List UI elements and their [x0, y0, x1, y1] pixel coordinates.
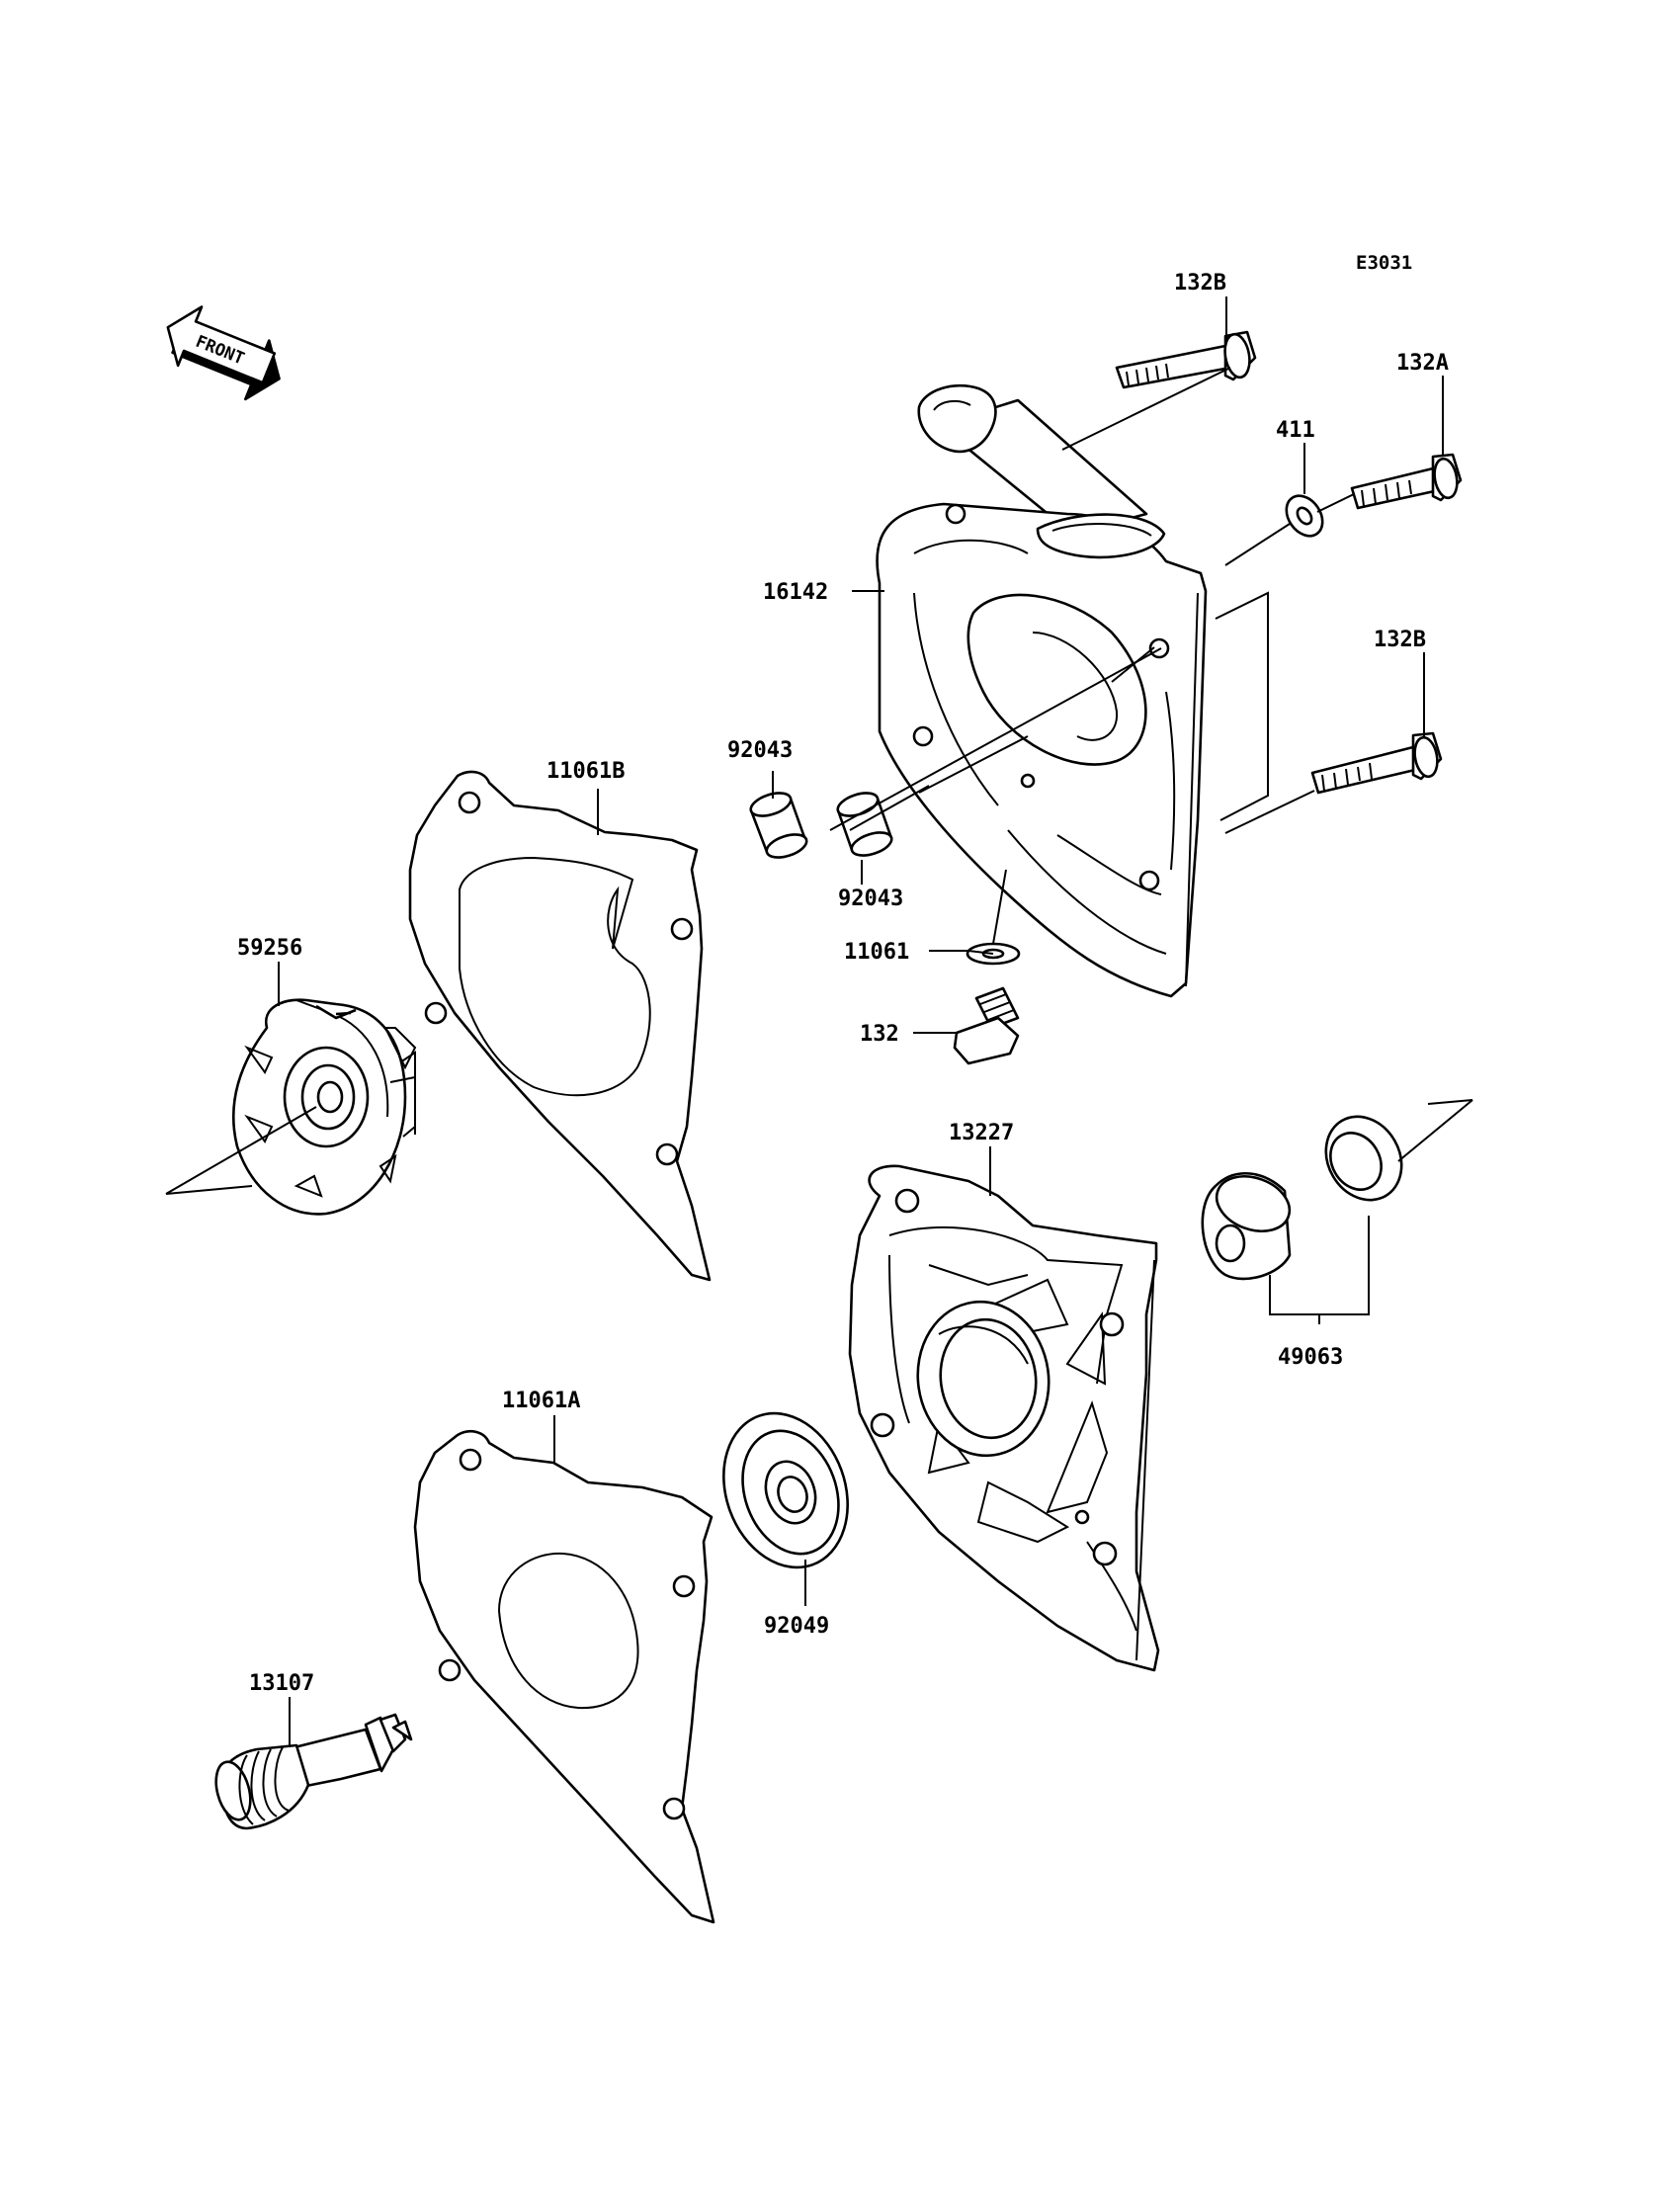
label-11061A: 11061A [502, 1389, 580, 1413]
bolt-132B-mid [1310, 731, 1443, 795]
label-11061: 11061 [844, 940, 909, 965]
label-411: 411 [1276, 418, 1315, 443]
seal-49063-b [1324, 1115, 1403, 1202]
cover-16142 [876, 383, 1208, 998]
label-49063: 49063 [1278, 1345, 1343, 1370]
dowel-pin-92043-b [836, 792, 893, 857]
front-arrow-icon: FRONT [166, 305, 281, 401]
label-13107: 13107 [249, 1671, 314, 1696]
label-16142: 16142 [763, 580, 828, 605]
label-132A: 132A [1396, 351, 1449, 376]
dowel-pin-92043-a [749, 792, 808, 859]
label-13227: 13227 [949, 1121, 1014, 1145]
label-92043-b: 92043 [838, 887, 903, 911]
bolt-132B-top [1115, 330, 1257, 389]
label-59256: 59256 [237, 936, 302, 961]
bolt-132A [1350, 453, 1463, 510]
diagram-reference-code: E3031 [1356, 252, 1412, 274]
washer-411 [1285, 494, 1324, 538]
seal-92049 [722, 1411, 849, 1569]
impeller-59256 [231, 998, 417, 1216]
shaft-13107 [214, 1713, 413, 1830]
label-11061B: 11061B [546, 759, 625, 784]
gasket-11061B [408, 770, 712, 1282]
label-92049: 92049 [764, 1614, 829, 1639]
gasket-11061A [413, 1429, 715, 1924]
label-132: 132 [860, 1022, 899, 1047]
label-92043-a: 92043 [727, 738, 793, 763]
seal-49063-a [1201, 1172, 1292, 1281]
label-132B-top: 132B [1174, 271, 1226, 296]
label-132B-mid: 132B [1374, 628, 1426, 652]
bolt-132 [953, 986, 1020, 1065]
cover-13227 [848, 1164, 1160, 1672]
